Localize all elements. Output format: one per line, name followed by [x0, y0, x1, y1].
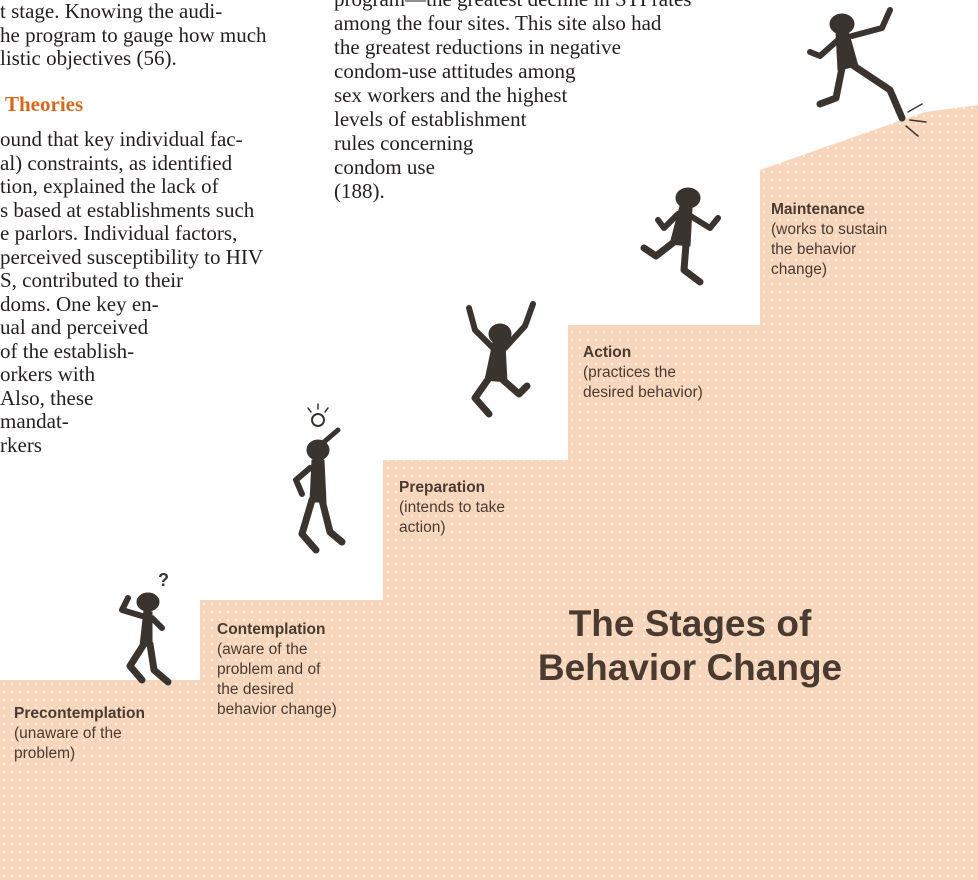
jumping-person-icon — [807, 7, 927, 137]
section-heading: Theories — [5, 92, 84, 116]
stage-maintenance: Maintenance (works to sustain the behavi… — [771, 200, 887, 280]
stage-description: (works to sustain — [771, 221, 888, 238]
left-text-line: Also, these — [0, 385, 94, 410]
stage-action: Action (practices the desired behavior) — [583, 343, 703, 403]
left-text-line: ound that key individual fac- — [0, 127, 243, 151]
stage-description: problem) — [14, 745, 76, 762]
right-text-line: the greatest reductions in negative — [334, 35, 621, 59]
stage-name: Precontemplation — [14, 705, 145, 722]
right-text-line: among the four sites. This site also had — [334, 11, 662, 35]
right-text-line: condom-use attitudes among — [334, 59, 576, 83]
stage-description: action) — [399, 519, 446, 536]
stage-description: change) — [771, 261, 828, 278]
stage-name: Maintenance — [771, 201, 865, 218]
left-text-line: e parlors. Individual factors, — [0, 221, 238, 245]
left-text-line: s based at establishments such — [0, 197, 255, 222]
stage-precontemplation: Precontemplation (unaware of the problem… — [14, 704, 145, 764]
right-text-line: sex workers and the highest — [334, 83, 568, 107]
left-text-line: mandat- — [0, 409, 69, 433]
right-text-line: levels of establishment — [334, 107, 527, 131]
left-text-line: orkers with — [0, 362, 96, 386]
diagram-title-line: Behavior Change — [537, 647, 843, 688]
diagram-title: The Stages of Behavior Change — [520, 602, 860, 690]
left-text-line: rkers — [0, 432, 42, 457]
right-text-line: condom use — [334, 155, 435, 179]
svg-text:?: ? — [158, 570, 169, 590]
stage-description: (practices the — [583, 364, 677, 381]
left-text-line: of the establish- — [0, 338, 135, 363]
diagram-title-line: The Stages of — [568, 603, 812, 644]
stage-name: Action — [583, 344, 632, 361]
left-text-line: tion, explained the lack of — [0, 174, 219, 198]
lightbulb-idea-person-icon — [293, 403, 346, 554]
stage-description: behavior change) — [217, 701, 337, 718]
left-text-line: ual and perceived — [0, 315, 149, 339]
stage-preparation: Preparation (intends to take action) — [399, 478, 505, 538]
left-text-line: listic objectives (56). — [0, 46, 177, 70]
stage-description: desired behavior) — [583, 384, 703, 401]
thinking-person-icon: ? — [119, 570, 172, 686]
stage-description: (unaware of the — [14, 725, 122, 742]
stage-name: Contemplation — [217, 621, 326, 638]
stage-contemplation: Contemplation (aware of the problem and … — [217, 620, 337, 720]
stepping-up-person-icon — [466, 301, 536, 418]
stage-name: Preparation — [399, 479, 486, 496]
left-text-line: he program to gauge how much — [0, 22, 267, 47]
stage-description: (aware of the — [217, 641, 308, 658]
right-text-line: rules concerning — [334, 131, 474, 155]
left-text-line: perceived susceptibility to HIV — [0, 244, 264, 269]
right-text-line: (188). — [334, 179, 385, 203]
stage-description: the behavior — [771, 241, 857, 258]
left-text-line: doms. One key en- — [0, 291, 159, 316]
stage-description: the desired — [217, 681, 294, 698]
stage-description: (intends to take — [399, 499, 505, 516]
left-text-line: t stage. Knowing the audi- — [0, 0, 223, 23]
right-text-line: program—the greatest decline in STI rate… — [334, 0, 691, 12]
running-person-icon — [640, 187, 721, 286]
left-text-line: S, contributed to their — [0, 268, 184, 292]
stage-description: problem and of — [217, 661, 321, 678]
left-text-line: al) constraints, as identified — [0, 150, 233, 175]
